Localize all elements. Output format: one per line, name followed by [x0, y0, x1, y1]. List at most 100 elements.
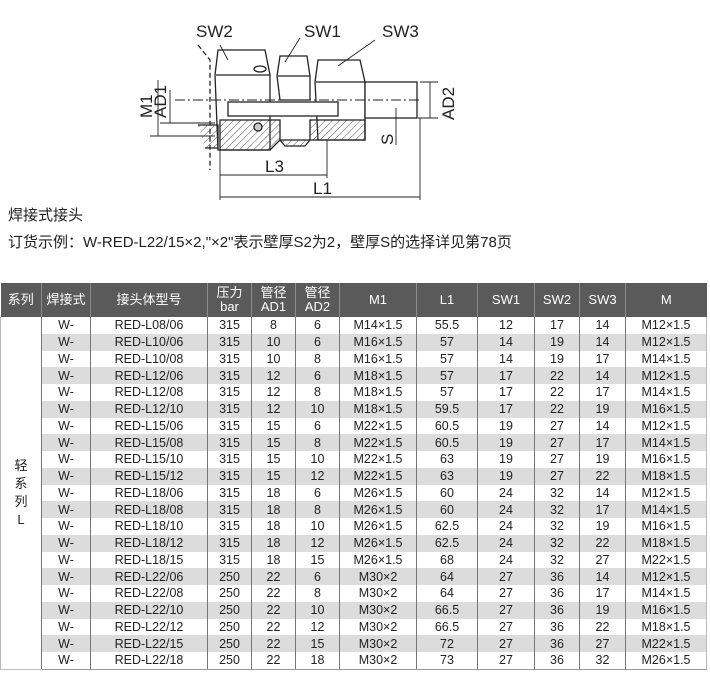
- cell-m1: M14×1.5: [339, 317, 417, 334]
- cell-m1: M30×2: [339, 585, 417, 602]
- cell-ad1: 8: [251, 317, 296, 334]
- cell-m: M12×1.5: [625, 484, 707, 502]
- header-series: 系列: [0, 283, 42, 317]
- cell-sw3: 17: [579, 350, 626, 368]
- cell-sw3: 17: [579, 384, 626, 401]
- cell-m1: M18×1.5: [339, 384, 417, 401]
- cell-ad1: 10: [251, 350, 296, 368]
- cell-m1: M26×1.5: [339, 484, 417, 502]
- cell-weld: W-: [41, 534, 91, 552]
- cell-sw3: 27: [579, 635, 626, 652]
- header-m1: M1: [339, 283, 417, 317]
- cell-pressure: 250: [207, 618, 252, 636]
- cell-ad2: 6: [295, 417, 340, 435]
- cell-ad2: 12: [295, 467, 340, 485]
- series-char: 系: [14, 475, 28, 491]
- header-sw1: SW1: [477, 283, 535, 317]
- cell-m1: M22×1.5: [339, 467, 417, 485]
- cell-m: M14×1.5: [625, 501, 707, 518]
- cell-ad2: 8: [295, 384, 340, 401]
- cell-pressure: 250: [207, 568, 252, 585]
- cell-l1: 60: [416, 484, 478, 502]
- cell-ad2: 15: [295, 635, 340, 652]
- cell-m1: M30×2: [339, 652, 417, 670]
- cell-m: M14×1.5: [625, 434, 707, 451]
- cell-model: RED-L22/12: [90, 618, 208, 636]
- cell-ad2: 8: [295, 350, 340, 368]
- cell-m1: M22×1.5: [339, 417, 417, 435]
- cell-model: RED-L12/10: [90, 400, 208, 418]
- cell-sw1: 14: [477, 333, 535, 351]
- cell-model: RED-L18/10: [90, 518, 208, 535]
- cell-m1: M30×2: [339, 568, 417, 585]
- cell-weld: W-: [41, 618, 91, 636]
- cell-ad1: 18: [251, 501, 296, 518]
- header-ad1-1: 管径: [260, 285, 287, 300]
- cell-model: RED-L10/06: [90, 333, 208, 351]
- cell-model: RED-L12/08: [90, 384, 208, 401]
- cell-pressure: 315: [207, 501, 252, 518]
- cell-sw3: 17: [579, 501, 626, 518]
- cell-weld: W-: [41, 518, 91, 535]
- cell-ad2: 8: [295, 585, 340, 602]
- cell-m1: M26×1.5: [339, 501, 417, 518]
- cell-sw3: 17: [579, 434, 626, 451]
- cell-ad1: 18: [251, 534, 296, 552]
- cell-sw1: 24: [477, 501, 535, 518]
- cell-l1: 59.5: [416, 400, 478, 418]
- cell-sw3: 27: [579, 551, 626, 569]
- cell-sw2: 27: [534, 451, 580, 468]
- cell-m: M26×1.5: [625, 652, 707, 670]
- cell-m: M16×1.5: [625, 400, 707, 418]
- header-pressure-2: bar: [220, 299, 239, 314]
- cell-ad2: 15: [295, 551, 340, 569]
- cell-weld: W-: [41, 568, 91, 585]
- cell-m1: M22×1.5: [339, 451, 417, 468]
- cell-pressure: 250: [207, 585, 252, 602]
- cell-ad1: 22: [251, 635, 296, 652]
- cell-weld: W-: [41, 333, 91, 351]
- cell-weld: W-: [41, 551, 91, 569]
- cell-sw1: 27: [477, 568, 535, 585]
- cell-model: RED-L22/08: [90, 585, 208, 602]
- series-char: L: [17, 511, 25, 527]
- cell-ad2: 6: [295, 333, 340, 351]
- cell-m: M12×1.5: [625, 333, 707, 351]
- header-model: 接头体型号: [90, 283, 208, 317]
- cell-sw1: 14: [477, 350, 535, 368]
- cell-pressure: 315: [207, 467, 252, 485]
- label-sw2: SW2: [196, 22, 233, 41]
- cell-ad1: 12: [251, 367, 296, 384]
- cell-pressure: 250: [207, 635, 252, 652]
- cell-pressure: 315: [207, 484, 252, 502]
- cell-sw1: 19: [477, 467, 535, 485]
- cell-l1: 57: [416, 350, 478, 368]
- cell-m: M22×1.5: [625, 551, 707, 569]
- cell-model: RED-L18/08: [90, 501, 208, 518]
- cell-m: M16×1.5: [625, 601, 707, 619]
- cell-sw1: 19: [477, 434, 535, 451]
- cell-sw3: 14: [579, 367, 626, 384]
- cell-ad2: 12: [295, 534, 340, 552]
- cell-sw2: 32: [534, 551, 580, 569]
- cell-ad2: 10: [295, 601, 340, 619]
- cell-ad2: 6: [295, 367, 340, 384]
- cell-sw2: 22: [534, 367, 580, 384]
- cell-sw1: 27: [477, 652, 535, 670]
- cell-weld: W-: [41, 635, 91, 652]
- header-m: M: [625, 283, 707, 317]
- cell-l1: 60: [416, 501, 478, 518]
- header-sw3: SW3: [579, 283, 626, 317]
- cell-sw2: 27: [534, 417, 580, 435]
- cell-l1: 60.5: [416, 417, 478, 435]
- cell-sw1: 17: [477, 400, 535, 418]
